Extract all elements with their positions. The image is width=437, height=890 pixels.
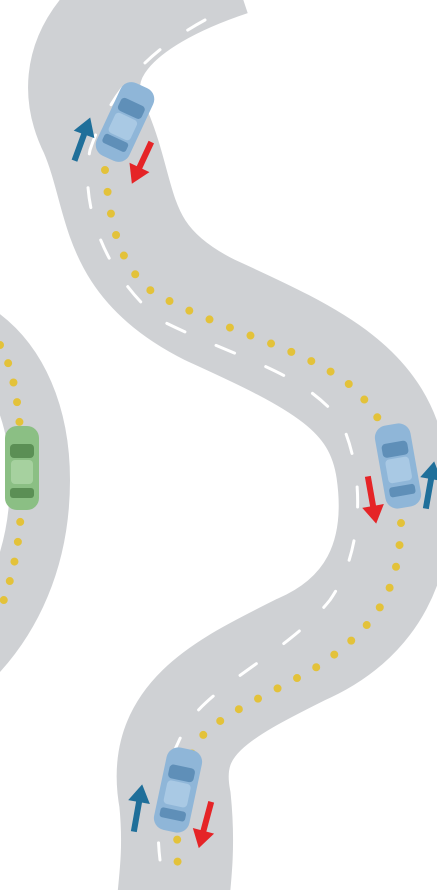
green-car-left	[5, 426, 39, 510]
car-roof	[163, 780, 191, 808]
car-roof	[11, 460, 33, 484]
car-windshield	[10, 444, 34, 458]
car-roof	[385, 456, 413, 484]
car-rear-window	[10, 488, 34, 498]
